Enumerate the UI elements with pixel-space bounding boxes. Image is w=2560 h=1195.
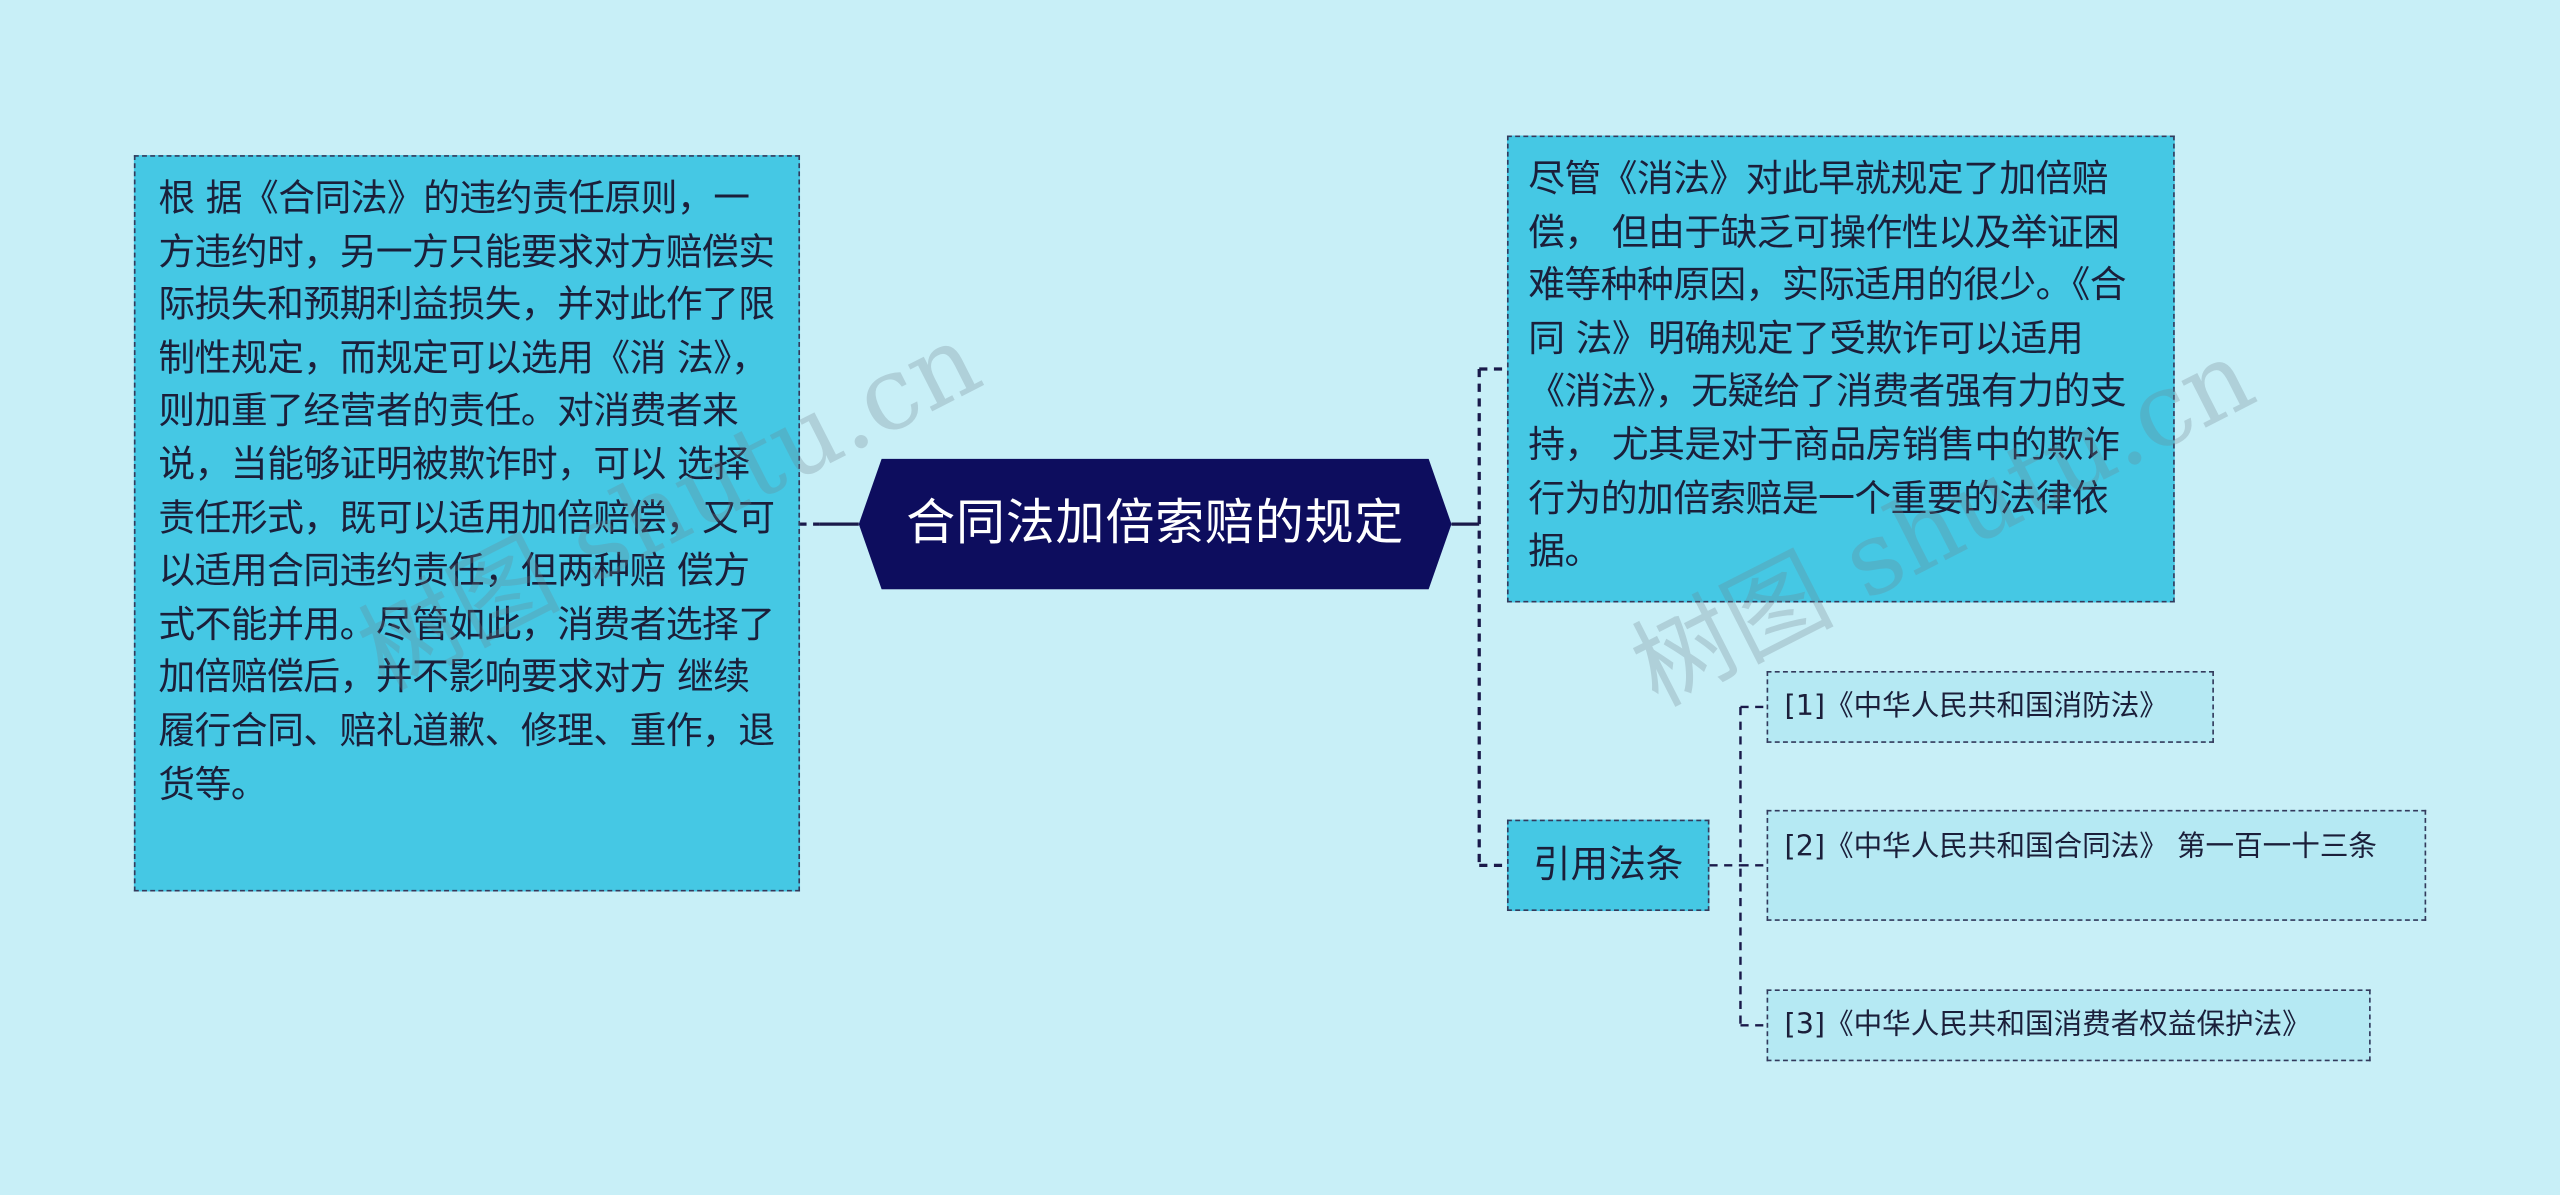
reference-item-3[interactable]: [3]《中华人民共和国消费者权益保护法》 — [1766, 989, 2371, 1062]
citation-node[interactable]: 引用法条 — [1506, 819, 1710, 912]
central-topic-title: 合同法加倍索赔的规定 — [906, 494, 1405, 552]
left-topic-node[interactable]: 根 据《合同法》的违约责任原则，一方违约时，另一方只能要求对方赔偿实 际损失和预… — [133, 155, 801, 892]
central-topic[interactable]: 合同法加倍索赔的规定 — [858, 458, 1452, 590]
right-topic-node[interactable]: 尽管《消法》对此早就规定了加倍赔偿， 但由于缺乏可操作性以及举证困难等种种原因，… — [1506, 135, 2175, 603]
central-topic-hexagon — [858, 458, 1452, 590]
reference-text: [2]《中华人民共和国合同法》 第一百一十三条 — [1784, 831, 2377, 864]
right-topic-text: 尽管《消法》对此早就规定了加倍赔偿， 但由于缺乏可操作性以及举证困难等种种原因，… — [1528, 158, 2127, 574]
reference-text: [3]《中华人民共和国消费者权益保护法》 — [1784, 1009, 2311, 1042]
reference-text: [1]《中华人民共和国消防法》 — [1784, 690, 2168, 724]
reference-item-2[interactable]: [2]《中华人民共和国合同法》 第一百一十三条 — [1766, 809, 2427, 921]
reference-item-1[interactable]: [1]《中华人民共和国消防法》 — [1766, 671, 2214, 743]
left-topic-text: 根 据《合同法》的违约责任原则，一方违约时，另一方只能要求对方赔偿实 际损失和预… — [158, 177, 775, 806]
citation-label: 引用法条 — [1533, 844, 1684, 887]
